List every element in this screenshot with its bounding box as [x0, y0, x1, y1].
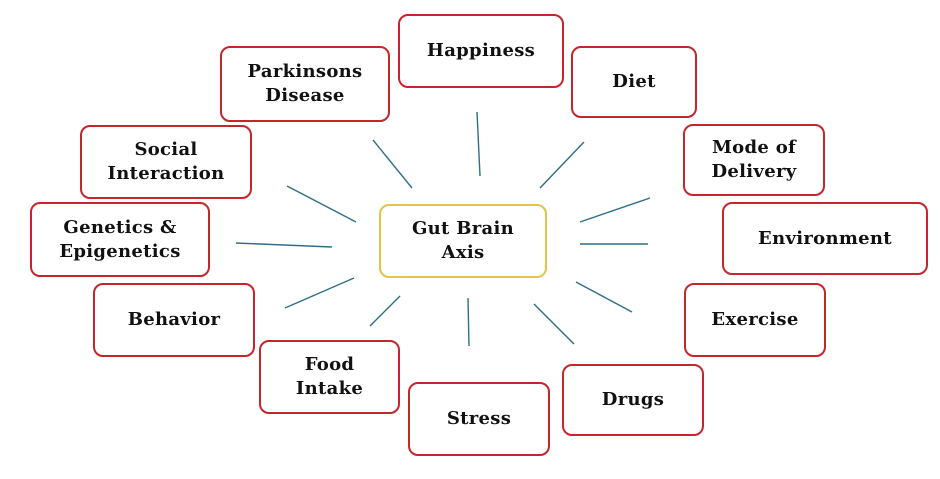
node-genetics-epigenetics: Genetics & Epigenetics	[30, 202, 210, 277]
node-label: Happiness	[426, 40, 536, 61]
connector-line-social-interaction	[286, 185, 357, 223]
connector-line-genetics-epigenetics	[235, 242, 333, 248]
node-label: Mode of Delivery	[711, 137, 797, 182]
center-node-label: Gut Brain Axis	[411, 218, 515, 263]
node-label: Drugs	[601, 389, 665, 410]
center-node-gut-brain-axis: Gut Brain Axis	[379, 204, 547, 278]
node-happiness: Happiness	[398, 14, 564, 88]
node-diet: Diet	[571, 46, 697, 118]
node-label: Diet	[612, 71, 656, 92]
node-mode-of-delivery: Mode of Delivery	[683, 124, 825, 196]
connector-line-happiness	[476, 111, 481, 177]
node-label: Food Intake	[295, 354, 364, 399]
connector-line-exercise	[575, 281, 633, 313]
node-label: Behavior	[127, 309, 221, 330]
node-exercise: Exercise	[684, 283, 826, 357]
node-label: Parkinsons Disease	[247, 61, 363, 106]
connector-line-drugs	[533, 303, 575, 345]
connector-line-mode-of-delivery	[579, 197, 651, 223]
connector-line-parkinsons-disease	[372, 139, 413, 189]
node-parkinsons-disease: Parkinsons Disease	[220, 46, 390, 122]
node-food-intake: Food Intake	[259, 340, 400, 414]
node-drugs: Drugs	[562, 364, 704, 436]
node-label: Social Interaction	[107, 139, 225, 184]
node-stress: Stress	[408, 382, 550, 456]
node-behavior: Behavior	[93, 283, 255, 357]
connector-line-behavior	[284, 277, 355, 309]
node-label: Stress	[446, 408, 512, 429]
connector-line-diet	[539, 141, 585, 189]
node-label: Exercise	[711, 309, 799, 330]
connector-line-food-intake	[369, 295, 401, 327]
node-label: Environment	[758, 227, 892, 249]
node-environment: Environment	[722, 202, 928, 275]
node-social-interaction: Social Interaction	[80, 125, 252, 199]
node-label: Genetics & Epigenetics	[59, 216, 181, 262]
connector-line-stress	[467, 297, 470, 347]
